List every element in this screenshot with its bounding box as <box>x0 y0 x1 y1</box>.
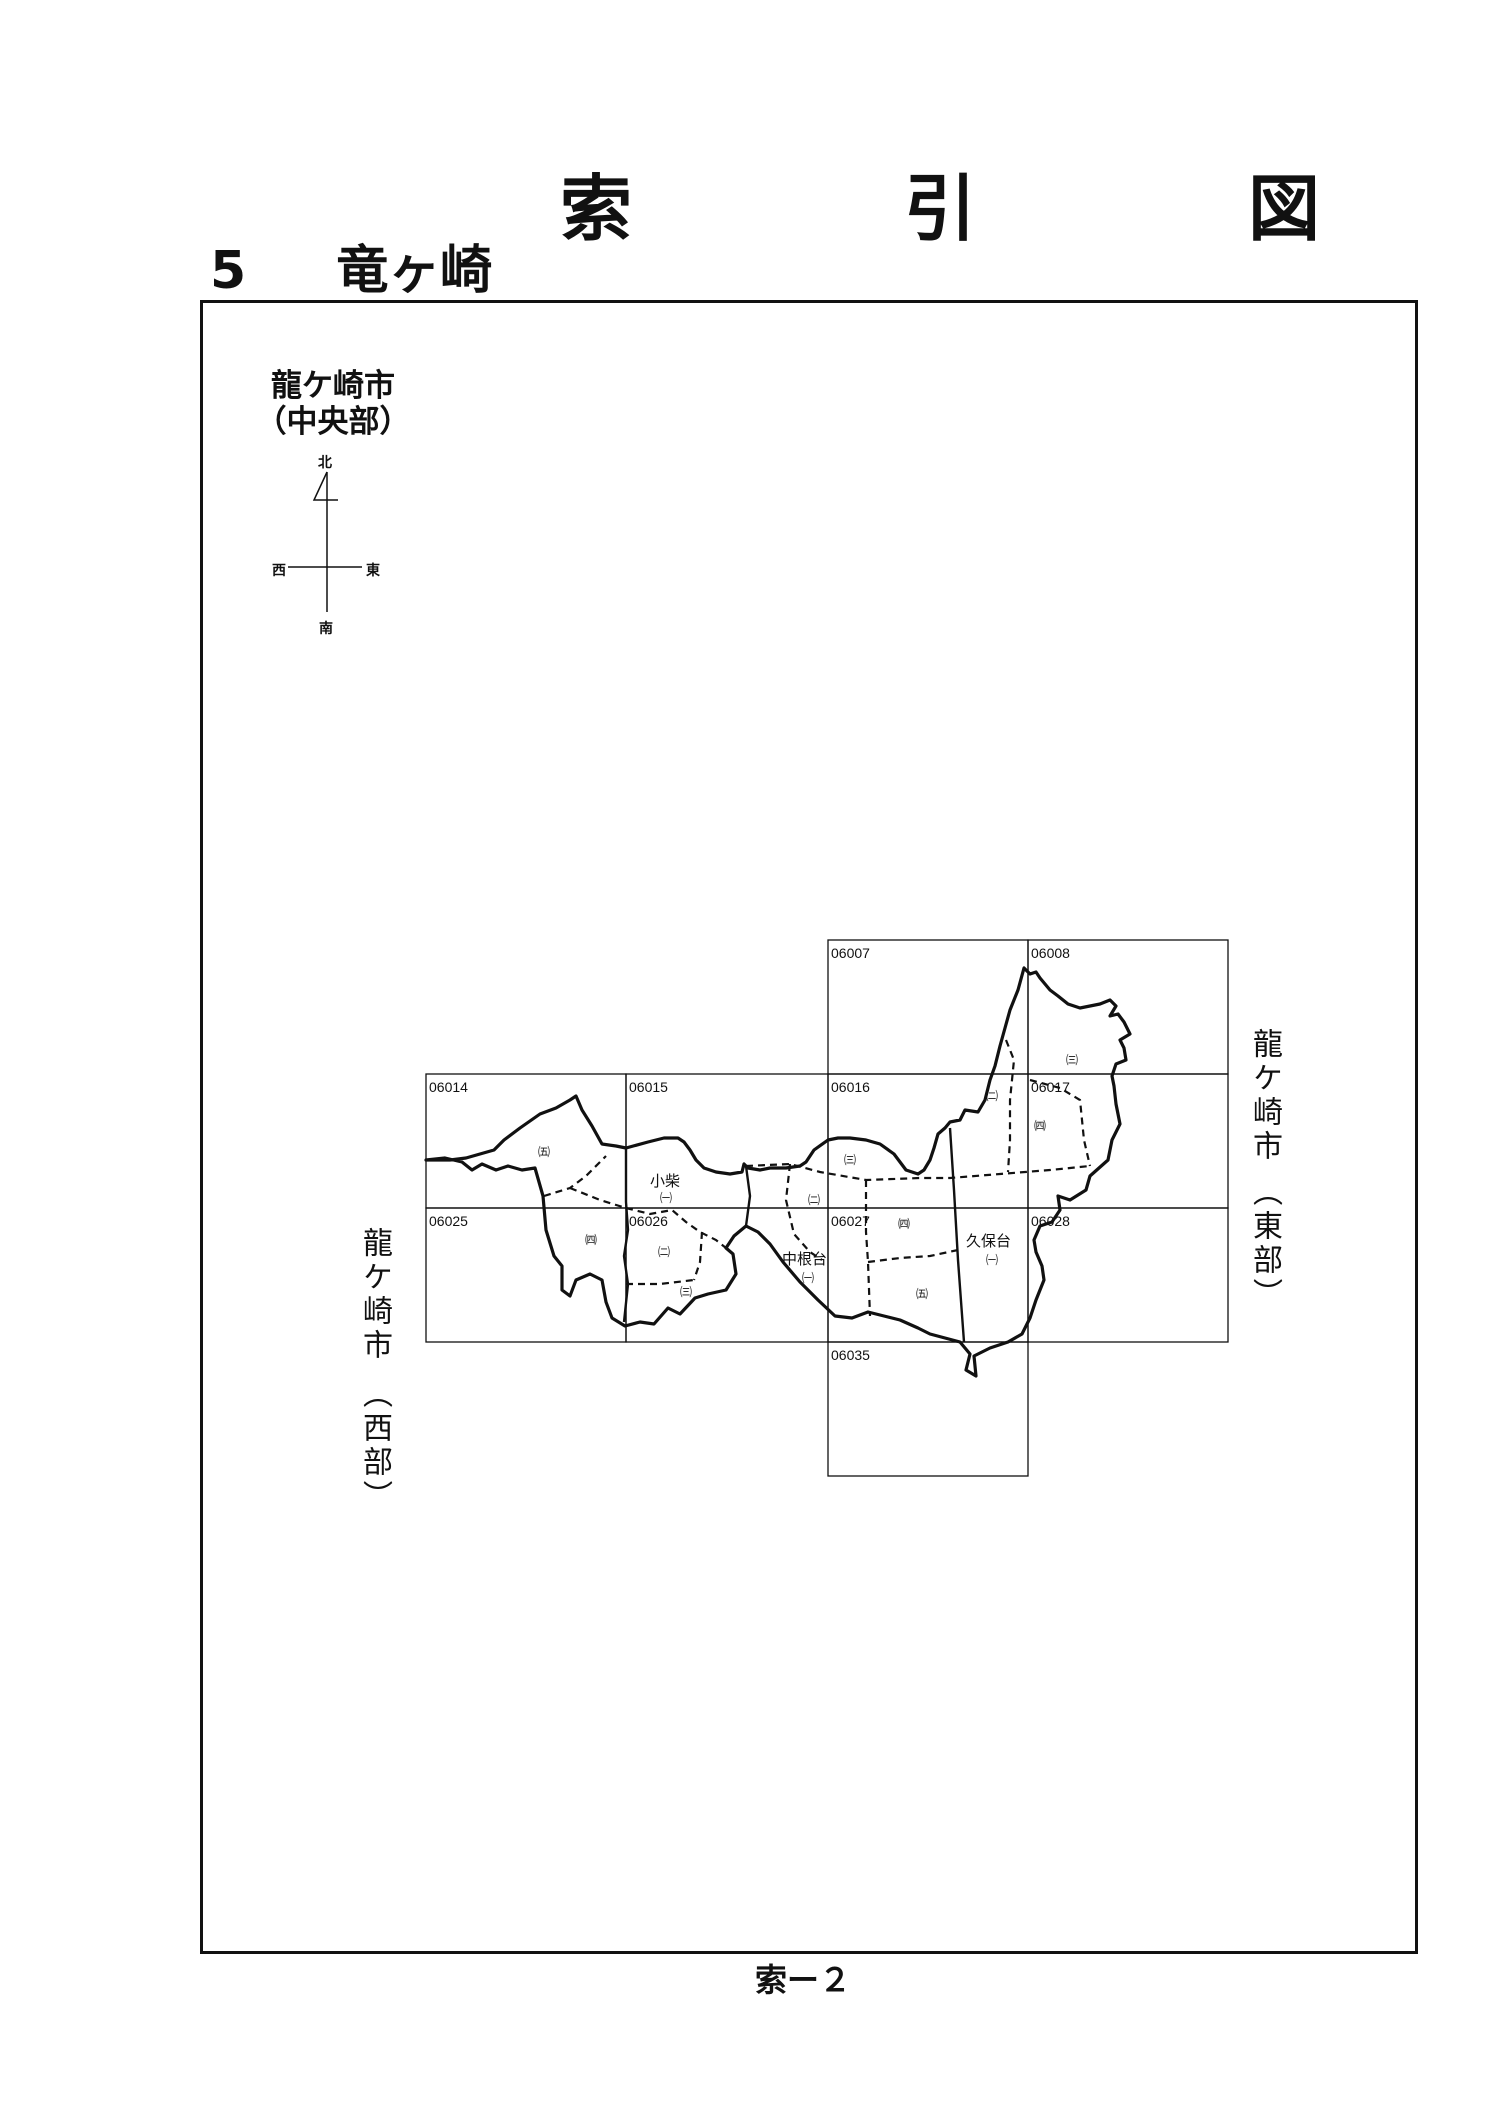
compass-west-label: 西 <box>272 563 286 579</box>
east-neighbor-part: （東部） <box>1247 1176 1282 1312</box>
subdivision-label: ㈤ <box>538 1145 550 1159</box>
west-neighbor-name: 龍ケ崎市 <box>357 1227 392 1363</box>
subdivision-label: ㈡ <box>658 1245 670 1259</box>
subdistrict-boundaries <box>543 1039 1092 1317</box>
compass-north-label: 北 <box>318 455 332 471</box>
grid-code: 06008 <box>1031 945 1070 961</box>
map-frame <box>200 300 1418 1954</box>
legend-city-name: 龍ケ崎市 <box>271 368 395 404</box>
subdivision-label: ㈢ <box>680 1285 692 1299</box>
subdivision-label: ㈣ <box>585 1233 597 1247</box>
section-heading: 5 竜ヶ崎 <box>210 228 492 303</box>
compass-south-label: 南 <box>319 621 333 637</box>
grid-code: 06007 <box>831 945 870 961</box>
grid-code: 06025 <box>429 1213 468 1229</box>
grid-code: 06026 <box>629 1213 668 1229</box>
subdivision-label: ㈠ <box>660 1191 672 1205</box>
grid-code: 06016 <box>831 1079 870 1095</box>
grid-code: 06015 <box>629 1079 668 1095</box>
east-neighbor-name: 龍ケ崎市 <box>1247 1028 1282 1164</box>
grid-sheet-lines <box>425 939 1229 1477</box>
place-name: 小柴 <box>650 1172 680 1190</box>
page-title: 索 引 図 <box>560 167 1421 251</box>
grid-code: 06035 <box>831 1347 870 1363</box>
district-boundaries <box>622 1127 966 1343</box>
west-neighbor-part: （西部） <box>357 1378 392 1514</box>
subdivision-label: ㈣ <box>898 1217 910 1231</box>
section-name: 竜ヶ崎 <box>336 241 493 301</box>
legend-area-name: （中央部） <box>255 404 411 440</box>
subdivision-label: ㈡ <box>808 1193 820 1207</box>
subdivision-label: ㈤ <box>916 1287 928 1301</box>
page-number: 索ー２ <box>755 1961 852 1999</box>
compass-east-label: 東 <box>366 563 380 579</box>
subdivision-label: ㈢ <box>1066 1053 1078 1067</box>
grid-code: 06027 <box>831 1213 870 1229</box>
subdivision-label: ㈢ <box>844 1153 856 1167</box>
place-name: 久保台 <box>966 1232 1011 1250</box>
place-name: 中根台 <box>782 1250 827 1268</box>
subdivision-label: ㈣ <box>1034 1119 1046 1133</box>
subdivision-label: ㈠ <box>986 1253 998 1267</box>
grid-cell-06028 <box>1027 1207 1229 1343</box>
subdivision-label: ㈡ <box>986 1089 998 1103</box>
area-boundary <box>424 966 1132 1378</box>
grid-cell-06035 <box>827 1341 1029 1477</box>
section-number: 5 <box>210 241 247 301</box>
compass-rose <box>288 471 362 612</box>
grid-code: 06014 <box>429 1079 468 1095</box>
legend-title: 龍ケ崎市 （中央部） <box>248 368 418 440</box>
grid-code: 06017 <box>1031 1079 1070 1095</box>
subdivision-label: ㈠ <box>802 1271 814 1285</box>
